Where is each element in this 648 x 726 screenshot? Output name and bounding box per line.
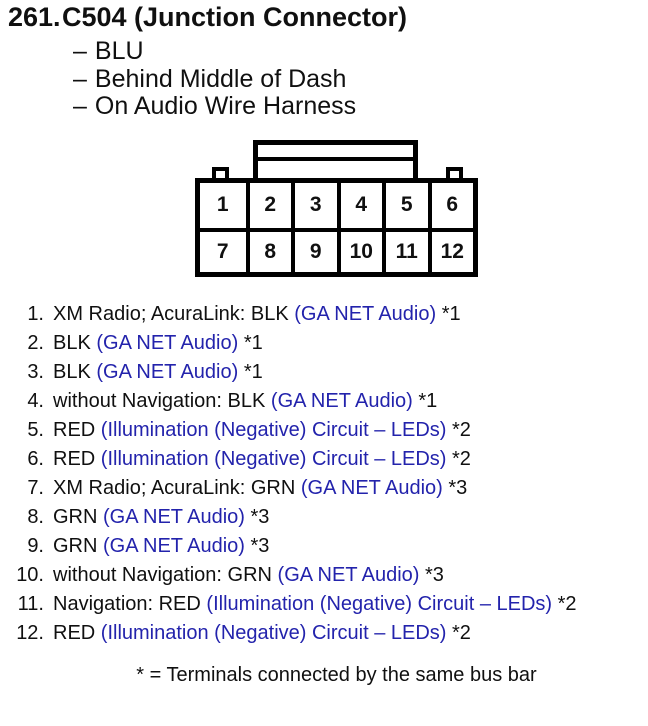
pin-cell: 7 [200,227,246,273]
connector-key-left [212,167,229,180]
circuit-link[interactable]: (GA NET Audio) [300,477,443,499]
circuit-link[interactable]: (Illumination (Negative) Circuit – LEDs) [100,419,447,441]
dash-glyph: – [73,92,87,120]
pin-desc: XM Radio; AcuraLink: GRN [53,477,301,499]
detail-line-harness: –On Audio Wire Harness [73,92,356,120]
pin-desc: RED [53,419,101,441]
pin-cell: 10 [336,227,382,272]
connector-key-right [446,167,463,180]
pin-row: 7. XM Radio; AcuraLink: GRN (GA NET Audio… [8,476,644,500]
pin-note: *2 [446,419,471,441]
pin-desc: BLK [53,361,97,383]
pin-number: 2. [27,332,44,354]
pin-number: 11. [17,593,44,615]
pin-row: 10. without Navigation: GRN (GA NET Audio… [8,563,644,587]
pin-desc: without Navigation: GRN [53,564,278,586]
dash-glyph: – [73,65,87,93]
pin-note: *2 [446,622,471,644]
pin-desc: RED [53,448,101,470]
circuit-link[interactable]: (GA NET Audio) [103,506,245,528]
detail-text: Behind Middle of Dash [94,65,347,93]
page-title: 261.C504 (Junction Connector) [8,2,407,33]
circuit-link[interactable]: (GA NET Audio) [277,564,420,586]
pin-desc: Navigation: RED [53,593,207,615]
circuit-link[interactable]: (Illumination (Negative) Circuit – LEDs) [206,593,553,615]
pin-row: 12. RED (Illumination (Negative) Circuit … [8,621,644,645]
pin-desc: BLK [53,332,97,354]
pin-note: *3 [419,564,444,586]
pin-cell: 3 [291,183,337,228]
pin-row: 2. BLK (GA NET Audio) *1 [8,331,644,355]
pin-number: 9. [27,535,44,557]
pin-note: *3 [442,477,468,499]
pin-row: 3. BLK (GA NET Audio) *1 [8,360,644,384]
connector-title: C504 (Junction Connector) [62,2,408,32]
pin-row: 5. RED (Illumination (Negative) Circuit –… [8,418,644,442]
latch-divider-line [258,157,413,161]
pin-number: 10. [16,564,44,586]
circuit-link[interactable]: (GA NET Audio) [96,361,239,383]
pin-cell: 4 [336,183,383,228]
pin-number: 8. [27,506,44,528]
pin-note: *1 [412,390,438,412]
pin-number: 6. [27,448,44,470]
pin-note: *1 [238,332,263,354]
pin-number: 7. [27,477,44,499]
pin-number: 1. [27,303,44,325]
pin-desc: GRN [53,535,103,557]
pin-note: *3 [244,535,270,557]
bus-bar-footnote: * = Terminals connected by the same bus … [136,664,537,686]
circuit-link[interactable]: (GA NET Audio) [270,390,413,412]
pin-number: 4. [27,390,44,412]
pin-row: 4. without Navigation: BLK (GA NET Audio)… [8,389,644,413]
pin-cell: 6 [427,183,474,228]
connector-diagram: 1 2 3 4 5 6 7 8 9 10 11 12 [0,0,648,300]
pin-row: 1. XM Radio; AcuraLink: BLK (GA NET Audio… [8,302,644,326]
detail-text: BLU [94,37,144,65]
pin-cell: 2 [245,183,292,228]
circuit-link[interactable]: (GA NET Audio) [294,303,437,325]
pin-note: *1 [238,361,263,383]
pin-cell: 11 [382,227,428,272]
circuit-link[interactable]: (GA NET Audio) [96,332,239,354]
pin-row: 9. GRN (GA NET Audio) *3 [8,534,644,558]
pin-desc: without Navigation: BLK [53,390,271,412]
circuit-link[interactable]: (Illumination (Negative) Circuit – LEDs) [100,448,447,470]
pin-number: 5. [27,419,44,441]
pin-note: *2 [446,448,471,470]
circuit-link[interactable]: (Illumination (Negative) Circuit – LEDs) [100,622,447,644]
pin-row: 11. Navigation: RED (Illumination (Negati… [8,592,644,616]
pin-cell: 1 [216,193,229,217]
dash-glyph: – [73,37,87,65]
detail-line-location: –Behind Middle of Dash [73,65,346,93]
connector-latch [253,140,418,180]
pin-cell: 8 [245,227,291,272]
detail-text: On Audio Wire Harness [94,92,357,120]
pin-number: 3. [27,361,44,383]
detail-line-color: –BLU [73,37,144,65]
pin-note: *2 [552,593,577,615]
pin-number: 12. [16,622,44,644]
pin-cell: 5 [382,183,428,228]
pin-cell: 12 [427,227,473,272]
pin-row: 8. GRN (GA NET Audio) *3 [8,505,644,529]
pin-note: *3 [244,506,270,528]
pin-cell: 9 [291,227,337,272]
pin-note: *1 [436,303,461,325]
section-number: 261. [8,2,61,32]
connector-pin-grid: 1 2 3 4 5 6 7 8 9 10 11 12 [195,178,478,277]
pin-desc: XM Radio; AcuraLink: BLK [53,303,295,325]
pin-desc: RED [53,622,101,644]
circuit-link[interactable]: (GA NET Audio) [103,535,245,557]
pin-row: 6. RED (Illumination (Negative) Circuit –… [8,447,644,471]
pin-desc: GRN [53,506,103,528]
